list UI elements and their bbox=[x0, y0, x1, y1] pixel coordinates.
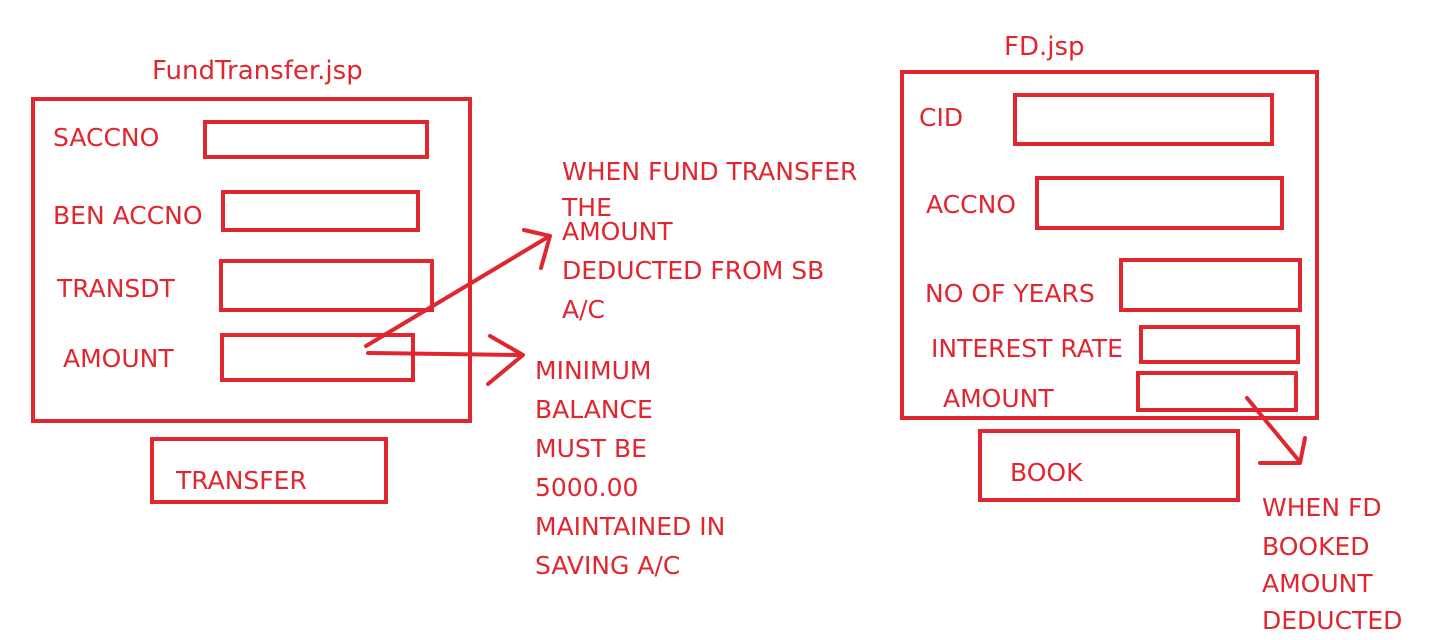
saccno-label: SACCNO bbox=[53, 123, 160, 152]
fd-title: FD.jsp bbox=[1004, 32, 1085, 62]
note-line: 5000.00 bbox=[535, 473, 639, 502]
arrowhead-fd-note bbox=[1258, 436, 1307, 465]
note-line: MAINTAINED IN bbox=[535, 512, 726, 541]
book-button-label: BOOK bbox=[1010, 458, 1083, 487]
fd-amount-label: AMOUNT bbox=[943, 384, 1054, 413]
cid-label: CID bbox=[919, 103, 964, 132]
note-line: SAVING A/C bbox=[535, 551, 681, 580]
note-line: DEDUCTED FROM SB bbox=[562, 256, 825, 285]
arrowhead-min-balance bbox=[486, 334, 525, 386]
book-button[interactable] bbox=[978, 429, 1240, 502]
note-line: WHEN FD bbox=[1262, 493, 1382, 522]
fd-amount-input[interactable] bbox=[1136, 371, 1298, 412]
note-line: BALANCE bbox=[535, 395, 653, 424]
note-line: AMOUNT bbox=[562, 217, 673, 246]
no-of-years-input[interactable] bbox=[1119, 258, 1302, 312]
note-line: A/C bbox=[562, 295, 605, 324]
note-fd-deduct: WHEN FD BOOKED AMOUNT DEDUCTED bbox=[1262, 488, 1402, 640]
note-min-balance: MINIMUM BALANCE MUST BE 5000.00 MAINTAIN… bbox=[535, 351, 725, 585]
no-of-years-label: NO OF YEARS bbox=[925, 279, 1095, 308]
cid-input[interactable] bbox=[1013, 93, 1274, 146]
ben-accno-label: BEN ACCNO bbox=[53, 201, 203, 230]
transfer-button-label: TRANSFER bbox=[176, 466, 307, 495]
saccno-input[interactable] bbox=[203, 120, 429, 159]
arrowhead-deduct bbox=[522, 228, 552, 270]
amount-label: AMOUNT bbox=[63, 344, 174, 373]
note-line: WHEN FUND TRANSFER bbox=[562, 157, 858, 186]
accno-label: ACCNO bbox=[926, 190, 1016, 219]
fd-form bbox=[900, 70, 1319, 420]
interest-rate-label: INTEREST RATE bbox=[931, 334, 1123, 363]
note-line: AMOUNT bbox=[1262, 569, 1373, 598]
ben-accno-input[interactable] bbox=[221, 190, 420, 232]
interest-rate-input[interactable] bbox=[1139, 325, 1300, 364]
transdt-label: TRANSDT bbox=[57, 274, 175, 303]
note-fund-transfer-deduct: WHEN FUND TRANSFER THE AMOUNT DEDUCTED F… bbox=[562, 152, 857, 329]
fund-transfer-title: FundTransfer.jsp bbox=[152, 56, 363, 86]
amount-input[interactable] bbox=[220, 333, 415, 382]
note-line: BOOKED bbox=[1262, 532, 1370, 561]
note-line: MUST BE bbox=[535, 434, 647, 463]
note-line: MINIMUM bbox=[535, 356, 652, 385]
note-line: THE bbox=[562, 193, 612, 222]
transfer-button[interactable] bbox=[150, 437, 388, 504]
accno-input[interactable] bbox=[1035, 176, 1284, 230]
note-line: DEDUCTED bbox=[1262, 606, 1403, 635]
transdt-input[interactable] bbox=[219, 259, 434, 312]
